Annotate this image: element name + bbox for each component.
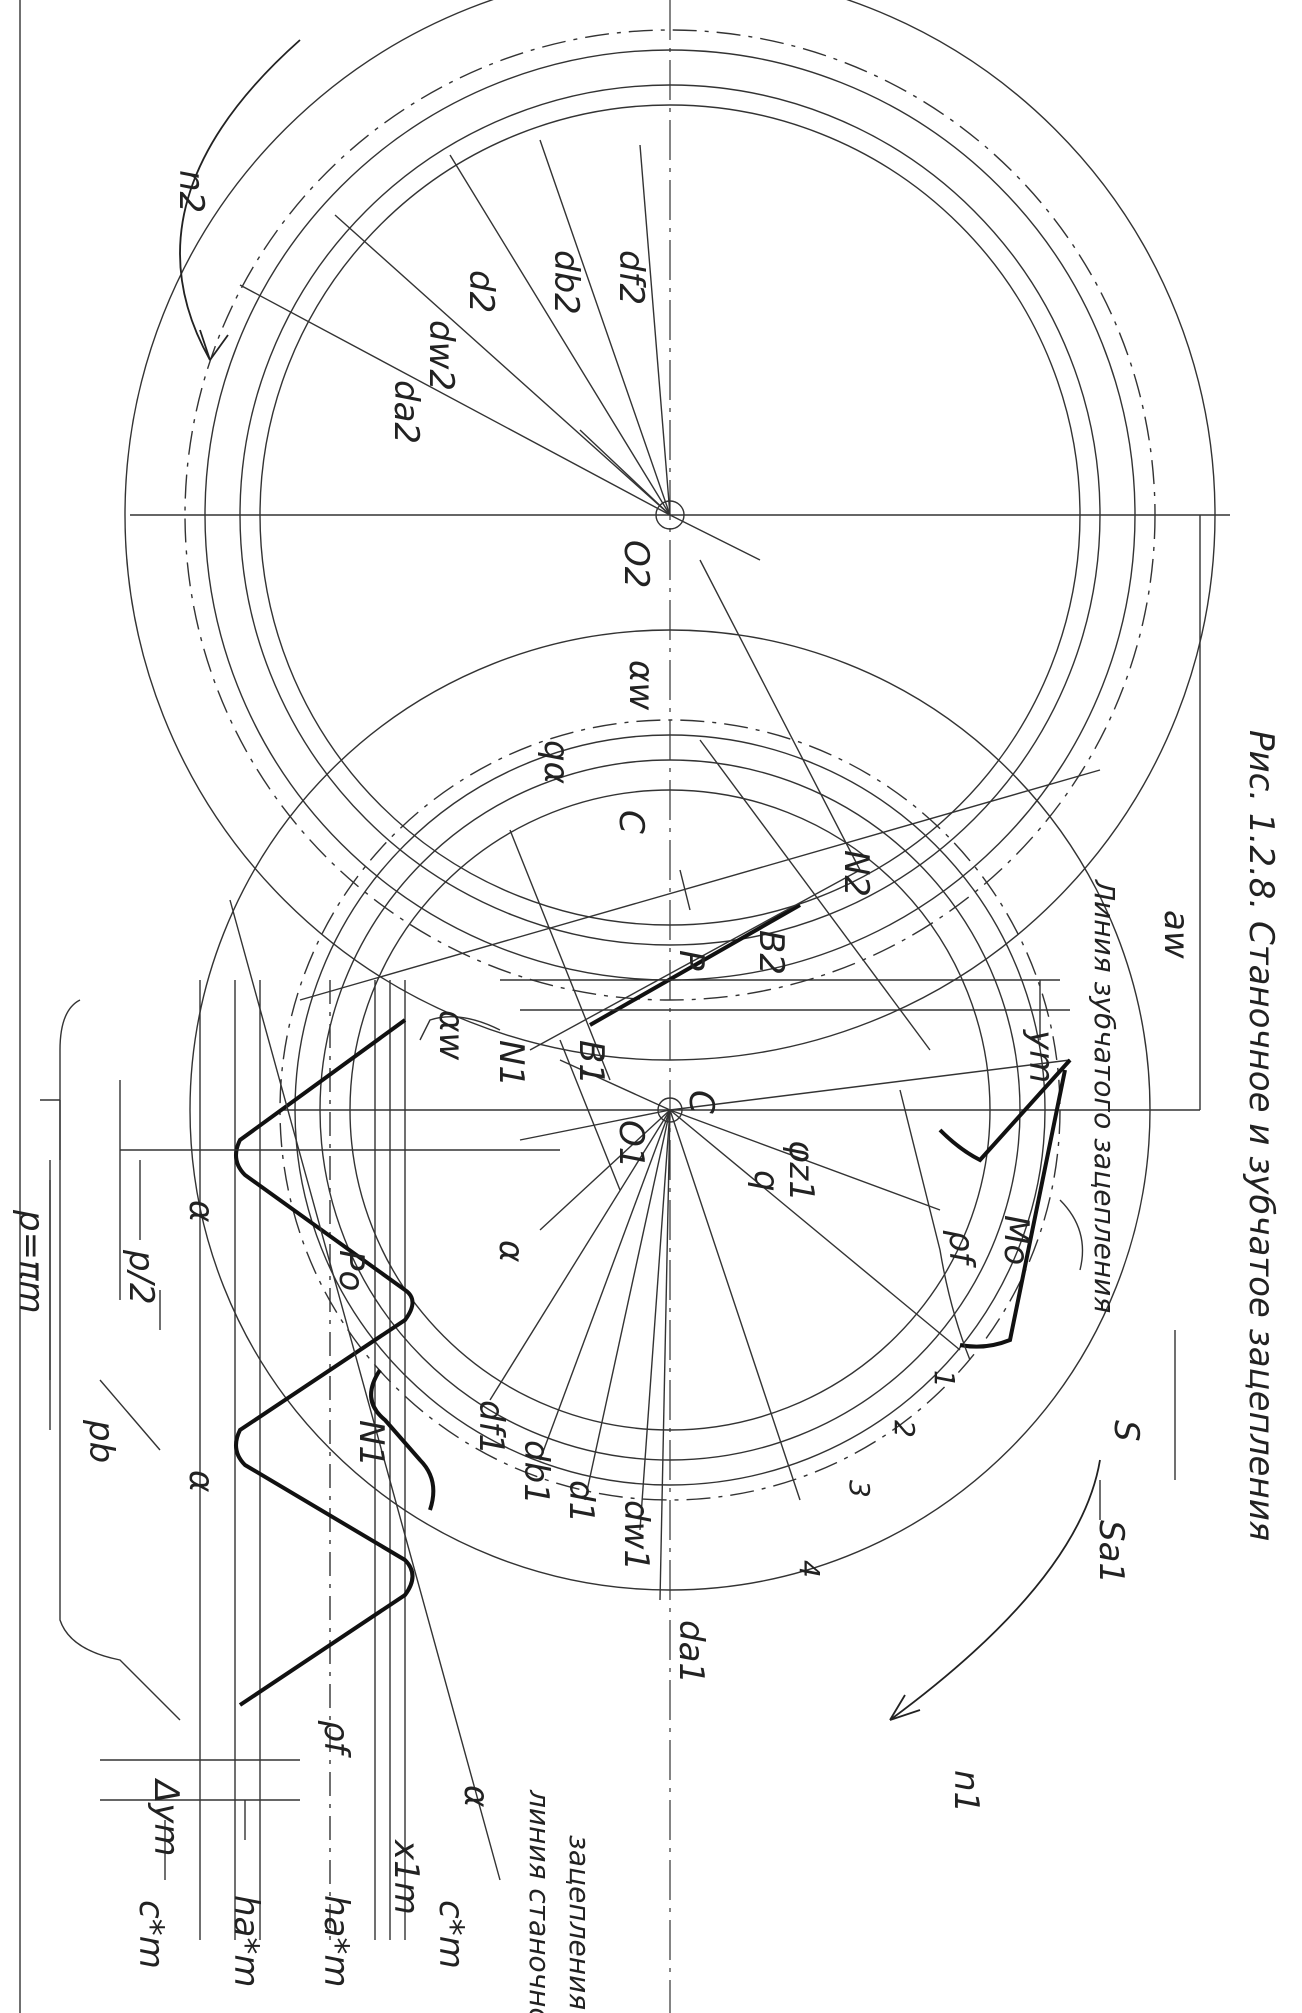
dimension-lines xyxy=(49,1160,1176,1880)
label-q: q xyxy=(746,1170,786,1192)
gear-1-tooth xyxy=(899,1058,1084,1361)
active-mesh-segment xyxy=(589,903,801,1027)
label-pt2: 2 xyxy=(888,1420,921,1438)
label-d2: d2 xyxy=(461,270,501,313)
label-o2: O2 xyxy=(616,540,656,588)
label-phi-z1: φz1 xyxy=(781,1140,821,1202)
label-dw1: dw1 xyxy=(616,1500,656,1571)
label-pt3: 3 xyxy=(843,1480,876,1498)
label-rack-mesh-line-1: линия станочного xyxy=(523,1789,556,2013)
label-n2: n2 xyxy=(171,170,211,213)
label-rack-mesh-line-2: зацепления xyxy=(563,1835,596,2010)
label-p: P xyxy=(671,950,711,971)
label-po: Po xyxy=(331,1250,371,1291)
gear-tooth-profile xyxy=(369,1368,436,1511)
gear-2-radii xyxy=(239,139,761,561)
label-ha-star-m-1: ha*m xyxy=(226,1895,266,1988)
label-sa1: Sa1 xyxy=(1091,1520,1131,1584)
label-p-pi-m: p=πm xyxy=(11,1209,51,1314)
label-rho-f-left: ρf xyxy=(316,1720,356,1759)
label-c-top: C xyxy=(611,810,651,834)
label-b2: B2 xyxy=(751,930,791,975)
label-df2: df2 xyxy=(611,250,651,305)
label-aw-distance: aw xyxy=(1156,910,1196,959)
label-n1-point: N1 xyxy=(491,1040,531,1087)
label-b1: B1 xyxy=(571,1040,611,1085)
rotation-arrows xyxy=(179,39,1101,1721)
axes xyxy=(19,0,1230,2013)
label-ym: ym xyxy=(1021,1029,1061,1083)
rack-tooth-profile xyxy=(234,1018,415,1707)
gear-1-radii xyxy=(489,1059,1071,1601)
label-gear-mesh-line: Линия зубчатого зацепления xyxy=(1088,879,1121,1313)
label-da1: da1 xyxy=(671,1620,711,1684)
label-df1: df1 xyxy=(471,1400,511,1455)
label-pt4: 4 xyxy=(793,1560,826,1578)
label-aw-angle-top: αw xyxy=(621,660,661,710)
label-aw-angle-mid: αw xyxy=(431,1010,471,1060)
label-o1: O1 xyxy=(611,1120,651,1168)
label-s: S xyxy=(1106,1420,1146,1442)
label-x1m: x1m xyxy=(386,1839,426,1915)
figure-caption: Рис. 1.2.8. Станочное и зубчатое зацепле… xyxy=(1241,730,1281,1541)
label-n1: n1 xyxy=(946,1770,986,1813)
label-delta-ym: Δym xyxy=(146,1777,186,1857)
label-alpha-2: α xyxy=(491,1240,531,1262)
mesh-geometry xyxy=(299,515,1201,1191)
rack xyxy=(40,899,560,1940)
label-c-star-m-top: c*m xyxy=(131,1900,171,1969)
label-pb: pb xyxy=(81,1419,121,1463)
label-alpha-1: α xyxy=(181,1200,221,1222)
label-p-half: p/2 xyxy=(121,1249,161,1305)
label-c-mid: C xyxy=(681,1090,721,1114)
label-n2-point: N2 xyxy=(836,850,876,897)
label-d1: d1 xyxy=(561,1480,601,1523)
gear-mesh-line xyxy=(299,769,1101,1001)
label-db1: db1 xyxy=(516,1440,556,1505)
label-n1-rack: N1 xyxy=(351,1420,391,1467)
label-da2: da2 xyxy=(386,380,426,444)
rack-outline xyxy=(59,999,501,1721)
label-pt1: 1 xyxy=(928,1370,961,1388)
label-c-star-m-bottom: c*m xyxy=(431,1900,471,1969)
label-dw2: dw2 xyxy=(421,320,461,391)
label-db2: db2 xyxy=(546,250,586,315)
label-rho-f-right: ρf xyxy=(941,1230,981,1269)
label-mo: Mo xyxy=(996,1215,1036,1265)
label-alpha-3: α xyxy=(181,1470,221,1492)
label-alpha-4: α xyxy=(456,1785,496,1807)
label-ha-star-m-2: ha*m xyxy=(316,1895,356,1988)
label-q-alpha: qα xyxy=(536,740,576,784)
